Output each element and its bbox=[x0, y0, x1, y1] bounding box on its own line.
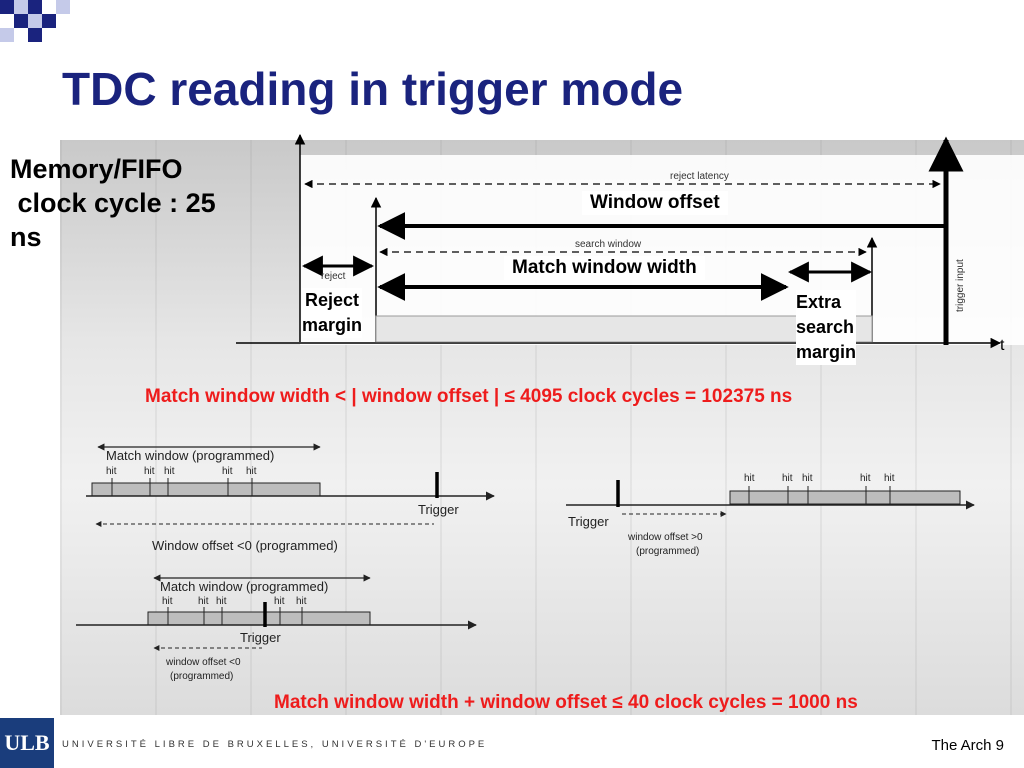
trigger-label: Trigger bbox=[568, 514, 609, 529]
hit-label: hit bbox=[144, 466, 155, 477]
hit-label: hit bbox=[106, 466, 117, 477]
extra-search-margin-label: Extra search margin bbox=[796, 290, 857, 365]
hit-label: hit bbox=[216, 596, 227, 607]
hit-label: hit bbox=[274, 596, 285, 607]
window-offset-line-2: (programmed) bbox=[170, 671, 233, 682]
hit-label: hit bbox=[162, 596, 173, 607]
reject-fragment-label: reject bbox=[321, 271, 346, 282]
match-window-label: Match window (programmed) bbox=[160, 579, 328, 594]
trigger-label: Trigger bbox=[240, 630, 281, 645]
top-timing-diagram: reject latency search window reject trig… bbox=[236, 133, 1024, 354]
window-offset-label: window offset <0 (programmed) bbox=[165, 657, 243, 682]
time-axis-label: t bbox=[1000, 337, 1005, 354]
reject-margin-label: Reject margin bbox=[302, 288, 363, 338]
hit-label: hit bbox=[198, 596, 209, 607]
page-title: TDC reading in trigger mode bbox=[62, 63, 684, 115]
match-window-label: Match window (programmed) bbox=[106, 448, 274, 463]
window-offset-line-1: window offset >0 bbox=[627, 532, 703, 543]
footer bbox=[0, 716, 1024, 768]
window-offset-label: Window offset bbox=[582, 191, 728, 215]
clock-cycle-note: Memory/FIFO clock cycle : 25 ns bbox=[10, 154, 216, 252]
hit-label: hit bbox=[296, 596, 307, 607]
reject-latency-label: reject latency bbox=[670, 171, 729, 182]
hit-label: hit bbox=[782, 473, 793, 484]
window-offset-line-2: (programmed) bbox=[636, 546, 699, 557]
hit-label: hit bbox=[884, 473, 895, 484]
example-negative-offset: Match window (programmed) hit hit hit hi… bbox=[86, 443, 495, 553]
trigger-input-label: trigger input bbox=[955, 259, 966, 312]
constraint-2-text: Match window width + window offset ≤ 40 … bbox=[274, 692, 858, 713]
hit-label: hit bbox=[802, 473, 813, 484]
university-name: UNIVERSITÉ LIBRE DE BRUXELLES, UNIVERSIT… bbox=[62, 739, 488, 750]
constraint-2: Match window width + window offset ≤ 40 … bbox=[274, 692, 1024, 714]
hit-label: hit bbox=[246, 466, 257, 477]
constraint-1: Match window width < | window offset | ≤… bbox=[145, 386, 793, 407]
window-offset-label: window offset >0 (programmed) bbox=[627, 532, 705, 557]
window-offset-label: Window offset <0 (programmed) bbox=[152, 538, 338, 553]
trigger-label: Trigger bbox=[418, 502, 459, 517]
page-number: The Arch 9 bbox=[931, 737, 1004, 754]
hit-label: hit bbox=[164, 466, 175, 477]
ulb-logo: ULB bbox=[0, 718, 54, 768]
hit-label: hit bbox=[222, 466, 233, 477]
example-overlap: Match window (programmed) hit hit hit hi… bbox=[76, 574, 477, 682]
example-positive-offset: hit hit hit hit hit Trigger window offse… bbox=[566, 473, 975, 557]
search-window-label: search window bbox=[575, 239, 642, 250]
match-window-width-label: Match window width bbox=[504, 256, 705, 280]
hit-label: hit bbox=[860, 473, 871, 484]
hit-label: hit bbox=[744, 473, 755, 484]
window-offset-line-1: window offset <0 bbox=[165, 657, 241, 668]
corner-decoration bbox=[0, 0, 80, 50]
